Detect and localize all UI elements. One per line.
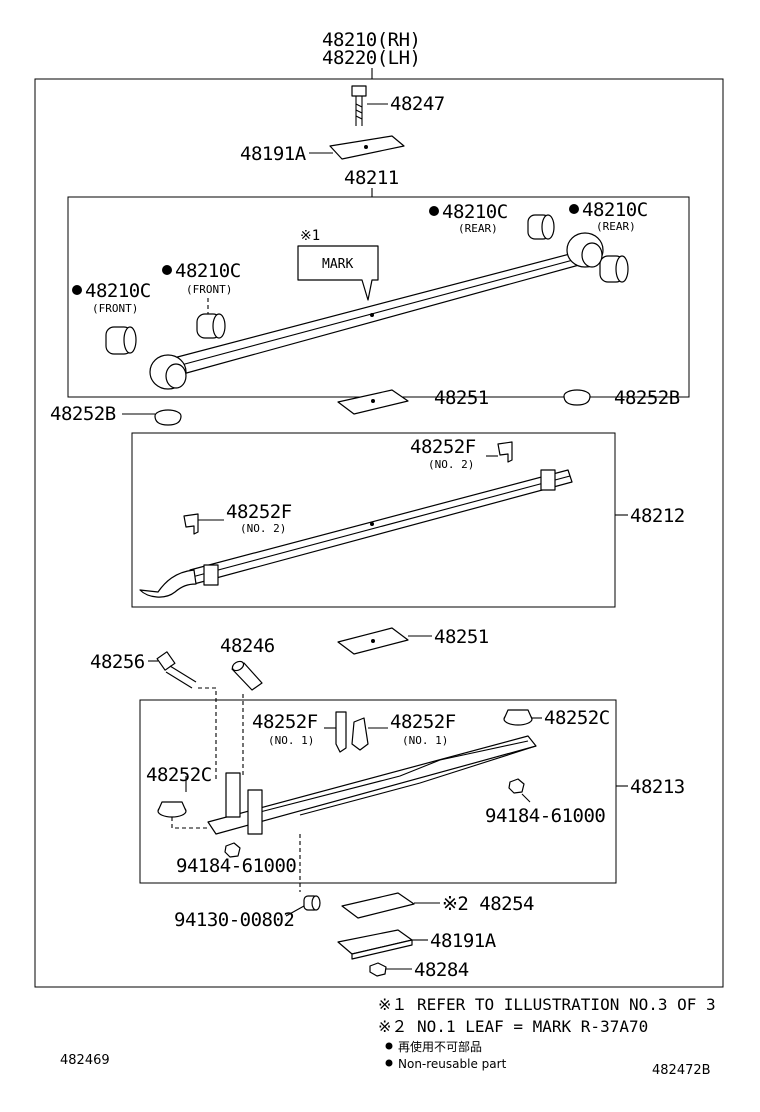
legend-dot-jp (385, 1042, 393, 1050)
label-bush-front-1-note: (FRONT) (186, 283, 232, 296)
main-leaf-48211 (149, 232, 604, 390)
bush-rear-1 (527, 214, 555, 240)
label-bumper-left: 48252C (146, 764, 212, 786)
clip-no2-a (486, 441, 513, 463)
clip-no1-a (324, 711, 347, 753)
label-clip-no2-a: 48252F (410, 436, 476, 458)
label-nut-right: 94184-61000 (485, 805, 605, 827)
label-bush-rear-1-note: (REAR) (458, 222, 498, 235)
center-bolt-48256 (148, 651, 197, 689)
label-nut-left: 94184-61000 (176, 855, 296, 877)
non-reusable-dot-front-1 (162, 265, 172, 275)
nut-94184-right (508, 778, 531, 803)
label-pad-left: 48252B (50, 403, 116, 425)
label-clip-no1-b-note: (NO. 1) (402, 734, 448, 747)
insert-48251-upper (337, 389, 432, 415)
legend-dot-en (385, 1059, 393, 1067)
label-bolt: 48247 (390, 93, 445, 115)
label-bush-rear-1: 48210C (442, 201, 508, 223)
leaf-3-48213 (207, 735, 537, 835)
label-plate-top: 48191A (240, 143, 307, 165)
label-pin: 48246 (220, 635, 275, 657)
non-reusable-dot-rear-2 (569, 204, 579, 214)
label-bush-rear-2: 48210C (582, 199, 648, 221)
label-leaf-2: 48212 (630, 505, 685, 527)
label-insert-1: 48251 (434, 387, 489, 409)
pin-48246 (231, 660, 263, 691)
non-reusable-dot-front-2 (72, 285, 82, 295)
bumper-48252c-left (157, 776, 187, 818)
footer-code-left: 482469 (60, 1053, 110, 1068)
box-leaf-3 (139, 699, 617, 884)
label-clip-no2-b-note: (NO. 2) (240, 522, 286, 535)
outer-frame (34, 78, 724, 988)
label-clip-no2-b: 48252F (226, 501, 292, 523)
legend-jp: 再使用不可部品 (398, 1039, 482, 1054)
bush-front-1 (196, 313, 226, 339)
label-plate-bottom: 48191A (430, 930, 497, 952)
legend-en: Non-reusable part (398, 1057, 507, 1071)
label-ref-mark: ※1 (300, 228, 320, 244)
label-nut-center: 94130-00802 (174, 909, 294, 931)
label-leaf-3: 48213 (630, 776, 685, 798)
label-leaf-main: 48211 (344, 167, 399, 189)
assembly-number-lh: 48220(LH) (322, 47, 420, 69)
footer-code-right: 482472B (652, 1063, 711, 1078)
assembly-number-rh: 48210(RH) (322, 29, 420, 51)
plate-top-48191a (309, 135, 405, 160)
bush-front-2 (105, 326, 137, 355)
nut-94130-00802 (285, 895, 321, 917)
label-clip-no1-a-note: (NO. 1) (268, 734, 314, 747)
note-1: ※１ REFER TO ILLUSTRATION NO.3 OF 3 (378, 995, 716, 1014)
label-clip-no1-a: 48252F (252, 711, 318, 733)
seat-48254 (341, 892, 440, 919)
label-bush-front-2: 48210C (85, 280, 151, 302)
clip-no1-b (351, 717, 388, 751)
clip-no2-b (183, 513, 224, 535)
label-clip-no1-b: 48252F (390, 711, 456, 733)
label-bush-front-2-note: (FRONT) (92, 302, 138, 315)
label-seat: ※2 48254 (442, 893, 534, 915)
label-pad-right: 48252B (614, 387, 680, 409)
label-bush-rear-2-note: (REAR) (596, 220, 636, 233)
label-bumper-right: 48252C (544, 707, 610, 729)
box-leaf-2 (131, 432, 616, 608)
label-nut-bottom: 48284 (414, 959, 469, 981)
pad-48252b-left (122, 409, 182, 426)
leaf-2-48212 (139, 469, 573, 598)
non-reusable-dot-rear-1 (429, 206, 439, 216)
center-bolt-dash (198, 687, 217, 780)
bumper-left-dash (171, 817, 208, 829)
label-center-bolt: 48256 (90, 651, 145, 673)
label-insert-2: 48251 (434, 626, 489, 648)
note-2: ※２ NO.1 LEAF = MARK R-37A70 (378, 1017, 648, 1036)
insert-48251-lower (337, 627, 432, 655)
bumper-48252c-right (503, 709, 542, 726)
pad-48252b-right (563, 389, 612, 406)
label-mark-box: MARK (322, 257, 353, 272)
label-clip-no2-a-note: (NO. 2) (428, 458, 474, 471)
plate-bottom-48191a (337, 929, 428, 960)
nut-48284 (369, 962, 412, 977)
nut-94184-left (224, 842, 241, 858)
mark-callout-box (297, 245, 379, 301)
bush-rear-2 (599, 255, 629, 283)
bolt-48247 (351, 85, 388, 126)
label-bush-front-1: 48210C (175, 260, 241, 282)
